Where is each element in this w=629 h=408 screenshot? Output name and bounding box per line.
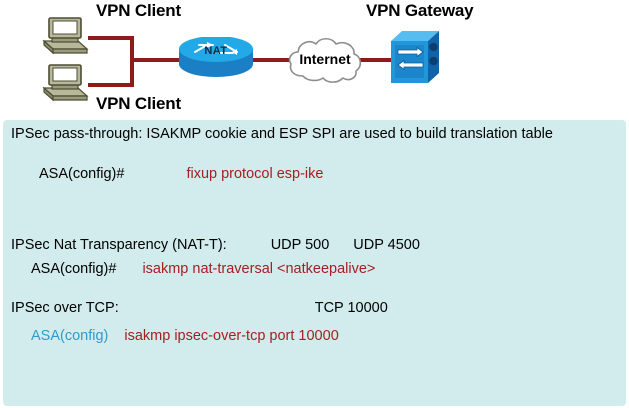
section-3-port-1: TCP 10000 bbox=[314, 300, 388, 316]
network-diagram: NAT Internet VPN Client VPN Client VPN G… bbox=[0, 0, 629, 120]
internet-cloud-icon: Internet bbox=[287, 36, 363, 84]
link-pc-top bbox=[88, 36, 134, 40]
section-3-command-line: ASA(config) isakmp ipsec-over-tcp port 10… bbox=[31, 328, 339, 344]
section-3-prompt: ASA(config) bbox=[31, 328, 109, 344]
section-3-title-line: IPSec over TCP: TCP 10000 bbox=[11, 300, 388, 316]
link-internet-to-gateway bbox=[358, 58, 396, 62]
section-3-title: IPSec over TCP: bbox=[11, 300, 119, 316]
section-2-title-line: IPSec Nat Transparency (NAT-T): UDP 500 UD… bbox=[11, 237, 420, 253]
nat-router-label: NAT bbox=[204, 45, 228, 57]
label-vpn-gateway: VPN Gateway bbox=[366, 1, 474, 20]
label-vpn-client-top: VPN Client bbox=[96, 1, 181, 20]
nat-router-icon: NAT bbox=[179, 36, 253, 77]
vpn-gateway-icon bbox=[390, 30, 442, 86]
section-2-prompt: ASA(config)# bbox=[31, 261, 117, 277]
internet-cloud-label: Internet bbox=[299, 51, 351, 67]
link-bracket-to-nat bbox=[130, 58, 192, 62]
link-pc-bottom bbox=[88, 83, 134, 87]
link-nat-to-internet bbox=[248, 58, 296, 62]
section-2-command-line: ASA(config)# isakmp nat-traversal <natkee… bbox=[31, 261, 375, 277]
vpn-client-pc-icon bbox=[38, 16, 92, 56]
section-1-prompt: ASA(config)# bbox=[39, 166, 125, 182]
label-vpn-client-bottom: VPN Client bbox=[96, 94, 181, 113]
section-1-title: IPSec pass-through: ISAKMP cookie and ES… bbox=[11, 126, 553, 142]
content-panel: IPSec pass-through: ISAKMP cookie and ES… bbox=[3, 120, 626, 406]
vpn-client-pc-icon bbox=[38, 63, 92, 103]
section-3-command: isakmp ipsec-over-tcp port 10000 bbox=[124, 328, 339, 344]
section-2-command: isakmp nat-traversal <natkeepalive> bbox=[142, 261, 376, 277]
section-2-port-2: UDP 4500 bbox=[353, 237, 420, 253]
section-1-command: fixup protocol esp-ike bbox=[186, 166, 324, 182]
section-2-title: IPSec Nat Transparency (NAT-T): bbox=[11, 237, 227, 253]
section-1-command-line: ASA(config)# fixup protocol esp-ike bbox=[39, 166, 323, 182]
section-2-port-1: UDP 500 bbox=[270, 237, 330, 253]
